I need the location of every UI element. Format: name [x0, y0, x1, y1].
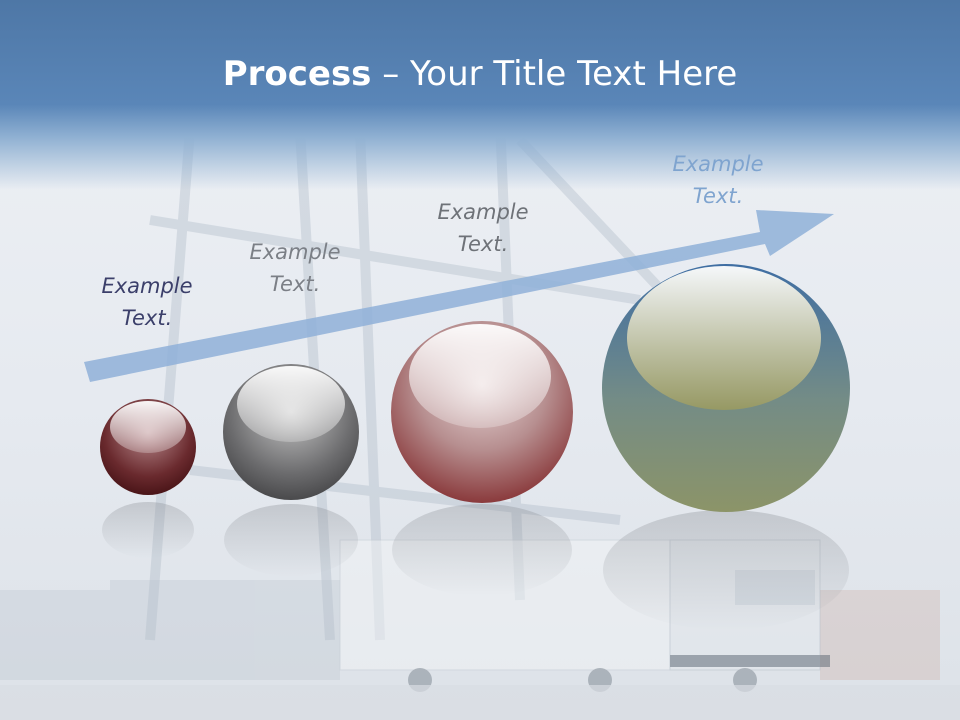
title-banner [0, 0, 960, 190]
title-rest: – Your Title Text Here [371, 54, 738, 94]
sphere-step-1 [100, 399, 196, 495]
growth-arrow [84, 210, 834, 382]
step-1-line2: Text. [121, 306, 173, 330]
step-2-line1: Example [249, 240, 341, 264]
title-bold: Process [222, 54, 372, 94]
step-3-label: Example Text. [413, 196, 553, 260]
sphere-step-4 [602, 264, 850, 512]
step-4-line2: Text. [692, 184, 744, 208]
step-3-line1: Example [437, 200, 529, 224]
step-1-label: Example Text. [77, 270, 217, 334]
step-3-line2: Text. [457, 232, 509, 256]
step-4-label: Example Text. [648, 148, 788, 212]
step-2-line2: Text. [269, 272, 321, 296]
sphere-step-2 [223, 364, 359, 500]
page-title: Process – Your Title Text Here [0, 52, 960, 96]
step-2-label: Example Text. [225, 236, 365, 300]
step-4-line1: Example [672, 152, 764, 176]
step-1-line1: Example [101, 274, 193, 298]
sphere-step-3 [391, 321, 573, 503]
